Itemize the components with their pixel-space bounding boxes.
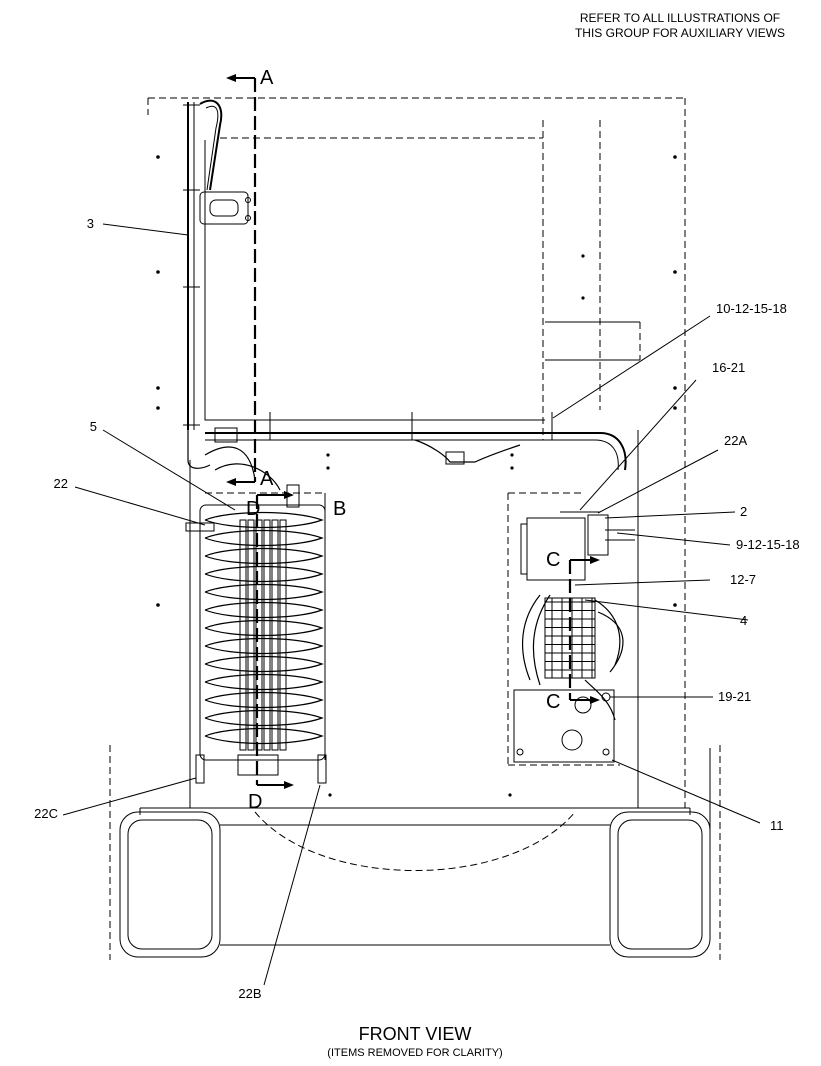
leader-lines [62, 223, 761, 986]
mounting-holes [156, 155, 677, 797]
section-marker-a-top: A [260, 67, 274, 89]
callout-22b: 22B [238, 986, 261, 1001]
section-marker-d-top: D [246, 498, 260, 520]
header-note-line2: THIS GROUP FOR AUXILIARY VIEWS [575, 26, 785, 40]
section-marker-c-top: C [546, 549, 560, 571]
wheel-left [119, 811, 221, 958]
callout-19-21: 19-21 [718, 689, 751, 704]
callout-10-12-15-18: 10-12-15-18 [716, 301, 787, 316]
callout-16-21: 16-21 [712, 360, 745, 375]
callout-12-7: 12-7 [730, 572, 756, 587]
callout-9-12-15-18: 9-12-15-18 [736, 537, 800, 552]
tube-harness-left [183, 99, 251, 469]
section-marker-c-bottom: C [546, 691, 560, 713]
callout-22a: 22A [724, 433, 747, 448]
wheel-right [609, 811, 711, 958]
cable-run [204, 412, 627, 491]
callout-2: 2 [740, 504, 747, 519]
section-marker-a-mid: A [260, 468, 274, 490]
component-box-right [507, 492, 635, 766]
section-line-c: C C [546, 549, 600, 713]
caption-subtitle: (ITEMS REMOVED FOR CLARITY) [327, 1047, 502, 1059]
callout-labels: 3 5 22 22C 22B 10-12-15-18 16-21 22A 2 9… [34, 216, 799, 1001]
section-marker-d-bottom: D [248, 791, 262, 813]
callout-11: 11 [770, 818, 784, 833]
section-line-a: A A [226, 67, 274, 490]
callout-5: 5 [90, 419, 97, 434]
callout-22: 22 [54, 476, 68, 491]
housing-outline [147, 97, 686, 808]
header-note-line1: REFER TO ALL ILLUSTRATIONS OF [580, 11, 780, 25]
callout-4: 4 [740, 613, 747, 628]
caption-title: FRONT VIEW [359, 1024, 472, 1044]
callout-3: 3 [87, 216, 94, 231]
section-line-d: D D [246, 491, 294, 813]
frame-lower [109, 745, 721, 960]
section-marker-b: B [333, 498, 346, 520]
callout-22c: 22C [34, 806, 58, 821]
coil-bundle-left [185, 484, 327, 784]
